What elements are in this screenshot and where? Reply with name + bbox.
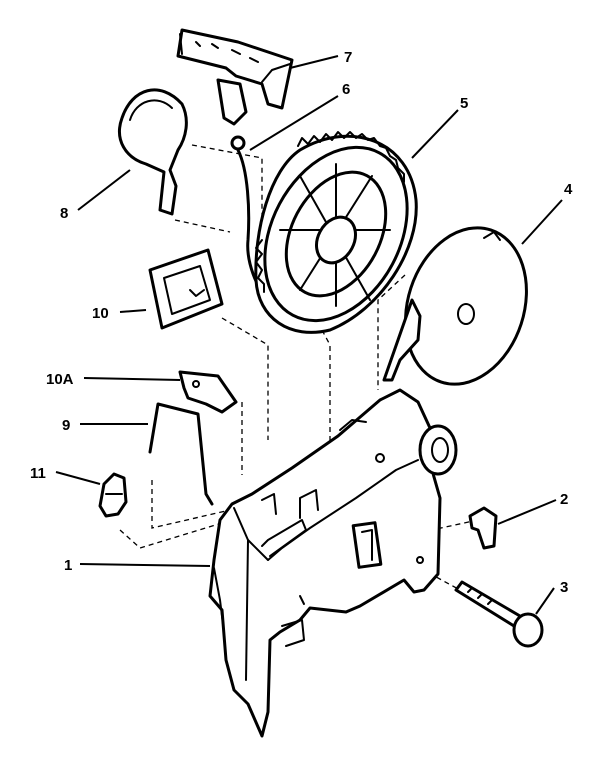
callout-7: 7 xyxy=(344,49,352,66)
callout-8: 8 xyxy=(60,205,68,222)
small-clip-part xyxy=(468,506,498,550)
cover-disc-part xyxy=(404,226,528,386)
leader-10 xyxy=(119,309,147,313)
leader-10a xyxy=(83,377,181,381)
callout-labels: 7 6 5 4 8 10 10A 9 11 1 2 3 xyxy=(30,49,573,596)
clip-part xyxy=(98,472,128,518)
leader-6 xyxy=(249,95,339,151)
leader-3 xyxy=(535,587,555,615)
wire-spring-part xyxy=(148,402,214,506)
plate-part xyxy=(148,248,224,330)
main-housing-part xyxy=(208,298,458,738)
leader-8 xyxy=(77,169,131,211)
callout-10a: 10A xyxy=(46,371,74,388)
callout-6: 6 xyxy=(342,81,350,98)
leader-2 xyxy=(497,499,557,525)
callout-11: 11 xyxy=(30,465,46,482)
starter-handle-part xyxy=(176,28,294,126)
callout-1: 1 xyxy=(64,557,72,574)
starter-pulley-part xyxy=(254,131,418,334)
small-bracket-part xyxy=(178,370,238,414)
leader-lines xyxy=(55,55,563,615)
leader-5 xyxy=(411,109,459,159)
callout-4: 4 xyxy=(564,181,573,198)
callout-10: 10 xyxy=(92,305,109,322)
callout-5: 5 xyxy=(460,95,468,112)
leader-4 xyxy=(521,199,563,245)
callout-9: 9 xyxy=(62,417,70,434)
leader-1 xyxy=(79,563,211,567)
spring-clip-part xyxy=(118,88,188,216)
callout-3: 3 xyxy=(560,579,568,596)
leader-7 xyxy=(289,55,339,69)
shoulder-bolt-part xyxy=(454,580,544,648)
callout-2: 2 xyxy=(560,491,568,508)
leader-11 xyxy=(55,471,101,485)
